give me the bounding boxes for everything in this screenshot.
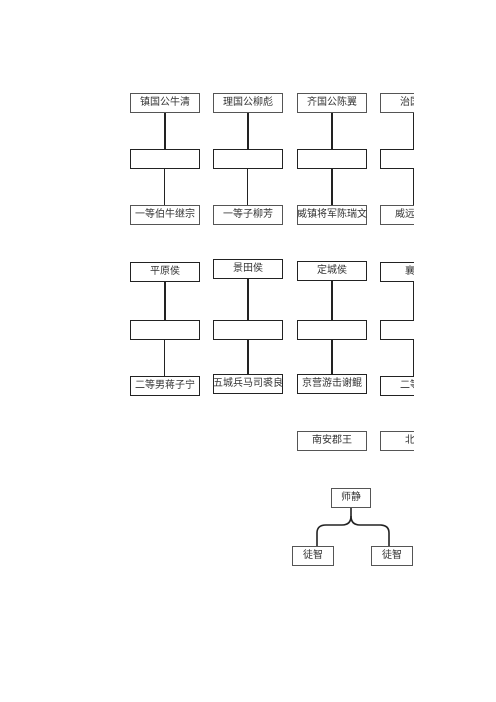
tree-child-node-2: 徒智 bbox=[371, 546, 413, 566]
connector bbox=[331, 340, 333, 376]
row2-bottom-node-4: 二等男 bbox=[380, 376, 414, 396]
row1-empty-node-1 bbox=[130, 149, 200, 169]
row2-top-node-3: 定城侯 bbox=[297, 261, 367, 281]
row1-top-node-3: 齐国公陈翼 bbox=[297, 93, 367, 113]
row1-bottom-node-4: 威远将军 bbox=[380, 205, 414, 225]
connector bbox=[247, 340, 249, 376]
row1-bottom-node-3: 威镇将军陈瑞文 bbox=[297, 205, 367, 225]
connector bbox=[413, 113, 414, 149]
row2-bottom-node-2: 五城兵马司裘良 bbox=[213, 374, 283, 394]
row1-top-node-4: 治国公 bbox=[380, 93, 414, 113]
connector bbox=[331, 113, 333, 149]
row2-top-node-1: 平原侯 bbox=[130, 262, 200, 282]
connector bbox=[164, 113, 166, 149]
connector bbox=[331, 281, 333, 320]
connector bbox=[331, 169, 333, 205]
connector bbox=[164, 169, 165, 205]
connector bbox=[164, 340, 165, 376]
row2-bottom-node-1: 二等男蒋子宁 bbox=[130, 376, 200, 396]
connector bbox=[413, 340, 414, 376]
row3-node-1: 南安郡王 bbox=[297, 431, 367, 451]
tree-root-node: 师静 bbox=[331, 488, 371, 508]
connector bbox=[164, 282, 166, 320]
row1-top-node-1: 镇国公牛清 bbox=[130, 93, 200, 113]
row2-top-node-4: 襄阳 bbox=[380, 262, 414, 282]
connector bbox=[247, 169, 248, 205]
row1-top-node-2: 理国公柳彪 bbox=[213, 93, 283, 113]
row2-empty-node-4 bbox=[380, 320, 414, 340]
row1-bottom-node-1: 一等伯牛继宗 bbox=[130, 205, 200, 225]
tree-brace bbox=[316, 508, 390, 546]
row2-top-node-2: 景田侯 bbox=[213, 259, 283, 279]
row1-empty-node-4 bbox=[380, 149, 414, 169]
connector bbox=[413, 169, 414, 205]
row3-node-2: 北静 bbox=[380, 431, 414, 451]
connector bbox=[247, 279, 249, 320]
row2-empty-node-2 bbox=[213, 320, 283, 340]
diagram-canvas: 镇国公牛清 理国公柳彪 齐国公陈翼 治国公 一等伯牛继宗 一等子柳芳 威镇将军陈… bbox=[130, 93, 414, 566]
row2-empty-node-1 bbox=[130, 320, 200, 340]
connector bbox=[413, 282, 414, 320]
tree-child-node-1: 徒智 bbox=[292, 546, 334, 566]
row2-empty-node-3 bbox=[297, 320, 367, 340]
row1-empty-node-2 bbox=[213, 149, 283, 169]
row1-empty-node-3 bbox=[297, 149, 367, 169]
row2-bottom-node-3: 京营游击谢鲲 bbox=[297, 374, 367, 394]
connector bbox=[247, 113, 249, 149]
row1-bottom-node-2: 一等子柳芳 bbox=[213, 205, 283, 225]
